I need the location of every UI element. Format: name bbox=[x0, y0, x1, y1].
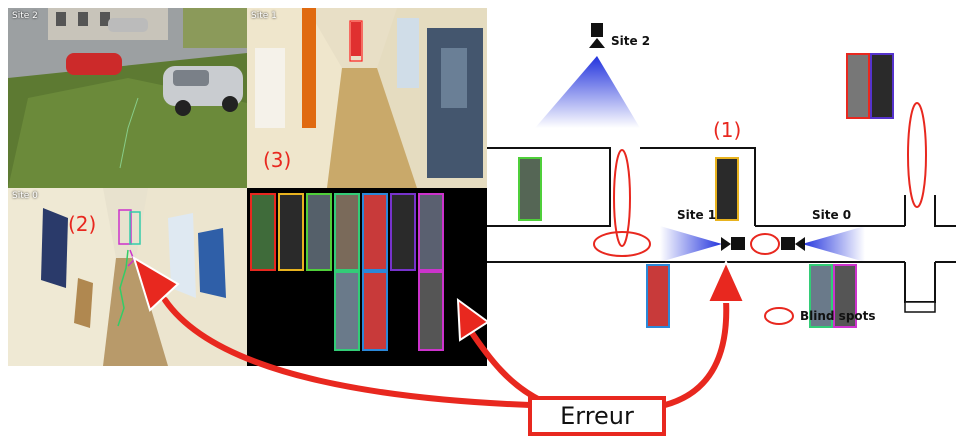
marker-one: (1) bbox=[713, 118, 742, 142]
site1-scene bbox=[247, 8, 487, 188]
arrow-to-gallery bbox=[467, 327, 543, 403]
arrowhead-map bbox=[706, 259, 746, 303]
map-person-thumbnails bbox=[518, 53, 894, 328]
camera-label-site2: Site 2 bbox=[12, 11, 38, 21]
site0-camera-cone bbox=[802, 226, 865, 262]
tracklet-row-2 bbox=[334, 271, 444, 351]
arrow-to-site0 bbox=[162, 297, 533, 408]
tracklet-grid bbox=[250, 193, 444, 351]
camera-label-site0: Site 0 bbox=[12, 191, 38, 201]
arrow-to-map bbox=[662, 297, 730, 408]
site2-camera-icon bbox=[589, 23, 605, 48]
stair-hatch bbox=[904, 301, 936, 313]
arrowhead-gallery bbox=[456, 297, 490, 342]
map-walls bbox=[487, 147, 956, 303]
error-arrows bbox=[162, 297, 730, 408]
arrow-heads bbox=[132, 255, 746, 342]
map-label-site1: Site 1 bbox=[677, 208, 717, 222]
camera-view-site2: Site 2 bbox=[8, 8, 247, 188]
site1-camera-icon bbox=[721, 237, 745, 251]
error-label-box: Erreur bbox=[528, 396, 666, 436]
marker-three: (3) bbox=[263, 148, 292, 172]
marker-two: (2) bbox=[68, 212, 97, 236]
site2-scene bbox=[8, 8, 247, 188]
camera-label-site1: Site 1 bbox=[251, 11, 277, 21]
map-label-site0: Site 0 bbox=[812, 208, 852, 222]
arrowhead-site0 bbox=[132, 255, 180, 312]
map-label-site2: Site 2 bbox=[611, 34, 651, 48]
tracklet-row-1 bbox=[250, 193, 444, 271]
site1-camera-cone bbox=[660, 226, 722, 262]
tracklet-gallery bbox=[247, 188, 487, 366]
site0-camera-icon bbox=[781, 237, 805, 251]
site2-camera-cone bbox=[535, 56, 640, 128]
blind-spot-markers bbox=[593, 102, 927, 325]
camera-view-site1: Site 1 (3) bbox=[247, 8, 487, 188]
map-label-blind-spots: Blind spots bbox=[800, 309, 876, 323]
error-label: Erreur bbox=[560, 402, 634, 430]
